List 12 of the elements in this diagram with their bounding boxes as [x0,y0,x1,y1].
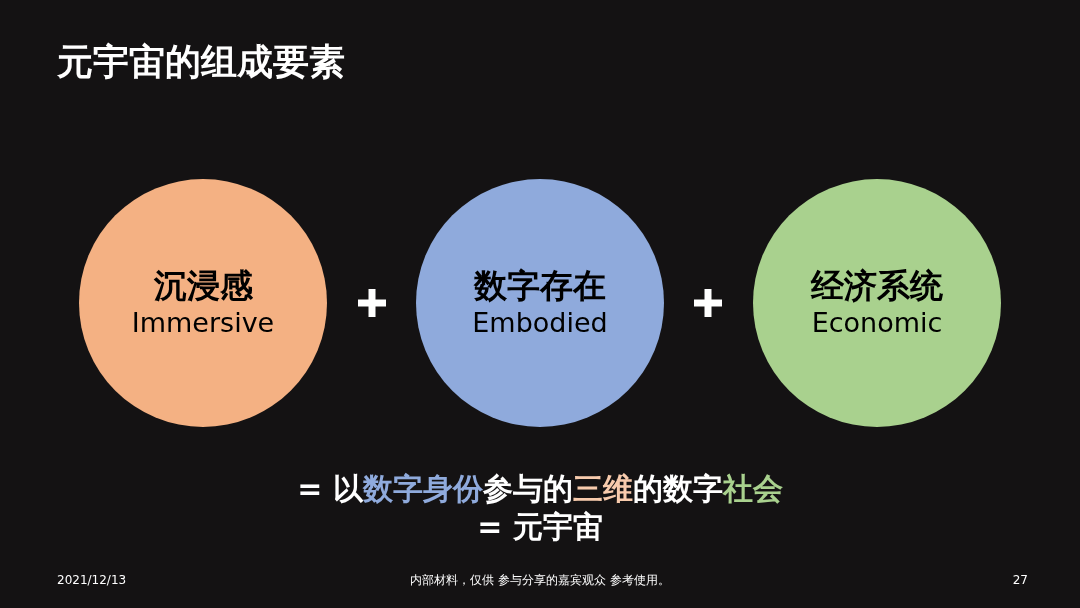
circle-heading: 数字存在 [474,266,606,306]
equation-text: = 以数字身份参与的三维的数字社会 [297,471,783,506]
page-number: 27 [1012,573,1028,587]
circle-heading: 沉浸感 [153,266,253,306]
circle-subtitle: Immersive [131,306,275,340]
footer-note: 内部材料，仅供 参与分享的嘉宾观众 参考使用。 [410,573,670,587]
circle-heading: 经济系统 [811,266,943,306]
title: 元宇宙的组成要素 [57,40,345,84]
date-text: 2021/12/13 [57,573,127,587]
equation-text: = 元宇宙 [477,509,603,544]
circle-subtitle: Economic [811,306,943,340]
circle-subtitle: Embodied [472,306,608,340]
